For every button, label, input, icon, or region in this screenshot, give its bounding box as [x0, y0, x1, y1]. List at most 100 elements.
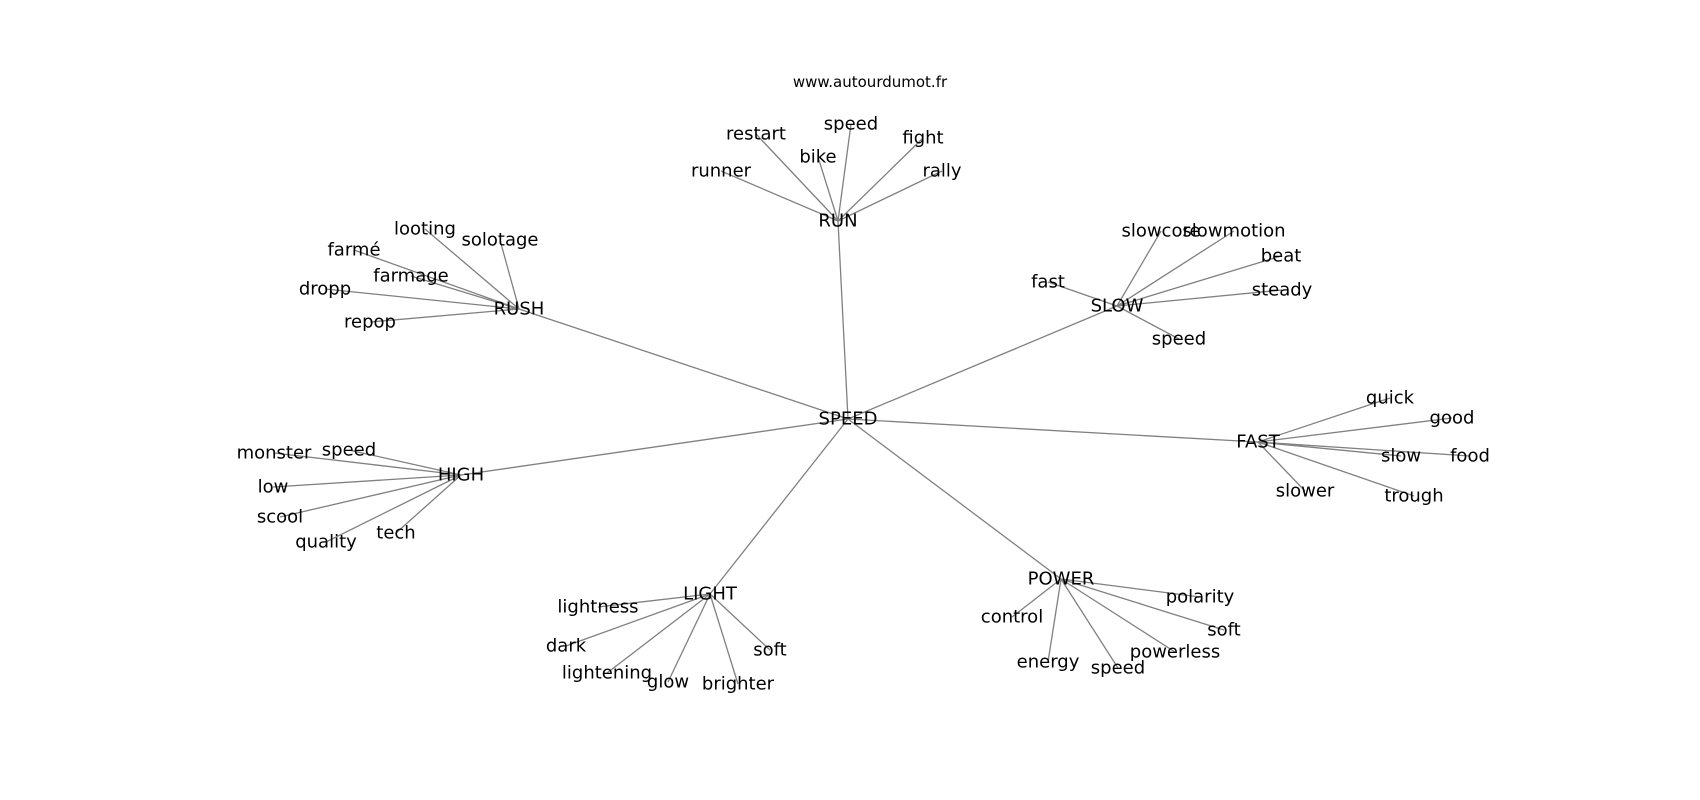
- edges: [272, 123, 1471, 685]
- edge-rush-farmage: [410, 275, 520, 310]
- word-node-run-restart: restart: [726, 124, 786, 145]
- word-node-high-tech: tech: [376, 523, 415, 544]
- center-node-speed: SPEED: [819, 409, 878, 430]
- edge-rush-solotage: [499, 239, 520, 310]
- word-node-rush-looting: looting: [394, 219, 456, 240]
- edge-speed-power: [847, 418, 1062, 580]
- edge-run-bike: [817, 156, 839, 222]
- node-labels: SPEED RUN restart speed bike fight runner rally…: [237, 114, 1490, 695]
- word-node-fast-quick: quick: [1366, 388, 1415, 409]
- edge-power-soft: [1060, 578, 1225, 631]
- edge-slow-slowmotion: [1116, 230, 1235, 307]
- edge-high-tech: [395, 474, 462, 534]
- hub-node-light: LIGHT: [683, 584, 738, 605]
- word-node-run-bike: bike: [799, 147, 836, 168]
- hub-node-run: RUN: [818, 211, 857, 232]
- word-node-fast-slow: slow: [1381, 446, 1421, 467]
- word-node-slow-slowcore: slowcore: [1121, 221, 1200, 242]
- word-node-high-speed: speed: [322, 440, 376, 461]
- edge-run-speed: [837, 123, 852, 222]
- edge-fast-slower: [1257, 441, 1306, 492]
- word-node-rush-repop: repop: [344, 312, 396, 333]
- edge-slow-fast: [1047, 281, 1118, 307]
- hub-node-slow: SLOW: [1091, 296, 1144, 317]
- word-node-high-low: low: [258, 477, 289, 498]
- word-node-power-control: control: [981, 607, 1043, 628]
- word-node-run-rally: rally: [922, 161, 961, 182]
- word-node-light-dark: dark: [546, 636, 587, 657]
- word-node-high-monster: monster: [237, 443, 312, 464]
- word-node-fast-trough: trough: [1384, 486, 1443, 507]
- word-node-run-speed: speed: [824, 114, 878, 135]
- hub-node-fast: FAST: [1236, 432, 1280, 453]
- source-label: www.autourdumot.fr: [793, 73, 948, 91]
- edge-speed-high: [460, 418, 849, 476]
- edge-power-control: [1011, 578, 1062, 618]
- edge-light-dark: [565, 593, 711, 647]
- edge-light-lightness: [597, 593, 711, 608]
- edge-run-runner: [720, 170, 839, 222]
- hub-node-high: HIGH: [438, 465, 484, 486]
- edge-rush-dropp: [324, 288, 520, 310]
- edge-fast-food: [1257, 441, 1471, 457]
- word-node-run-runner: runner: [691, 161, 752, 182]
- word-node-high-quality: quality: [295, 532, 357, 553]
- edge-slow-slowcore: [1116, 230, 1162, 307]
- word-node-fast-food: food: [1450, 446, 1490, 467]
- edge-run-restart: [755, 133, 839, 222]
- word-node-slow-speed: speed: [1152, 329, 1206, 350]
- hub-node-power: POWER: [1028, 569, 1095, 590]
- edge-power-speed: [1060, 578, 1119, 669]
- edge-rush-looting: [424, 228, 520, 310]
- word-node-light-lightening: lightening: [562, 663, 652, 684]
- word-node-rush-solotage: solotage: [462, 230, 539, 251]
- word-node-slow-slowmotion: slowmotion: [1182, 221, 1285, 242]
- edge-run-rally: [837, 170, 943, 222]
- word-node-fast-slower: slower: [1276, 481, 1335, 502]
- edge-light-lightening: [606, 593, 711, 674]
- word-node-light-glow: glow: [647, 672, 689, 693]
- edge-fast-trough: [1257, 441, 1415, 497]
- word-node-slow-steady: steady: [1252, 280, 1313, 301]
- word-node-light-lightness: lightness: [557, 597, 638, 618]
- edge-speed-rush: [518, 308, 849, 420]
- word-node-light-soft: soft: [753, 640, 786, 661]
- word-node-light-brighter: brighter: [702, 674, 775, 695]
- word-node-high-scool: scool: [257, 507, 303, 528]
- word-node-power-powerless: powerless: [1130, 642, 1220, 663]
- word-node-power-soft: soft: [1207, 620, 1240, 641]
- edge-rush-repop: [369, 308, 520, 323]
- edge-light-brighter: [709, 593, 739, 685]
- word-node-fast-good: good: [1430, 408, 1475, 429]
- word-node-slow-fast: fast: [1031, 272, 1065, 293]
- word-node-power-energy: energy: [1017, 652, 1080, 673]
- word-node-power-polarity: polarity: [1166, 587, 1235, 608]
- edge-fast-good: [1257, 417, 1453, 443]
- edge-power-polarity: [1060, 578, 1201, 598]
- edge-speed-light: [709, 418, 849, 595]
- word-node-slow-beat: beat: [1261, 246, 1302, 267]
- word-node-rush-farme: farmé: [327, 240, 380, 261]
- edge-high-scool: [279, 474, 462, 518]
- edge-fast-quick: [1257, 397, 1391, 443]
- word-node-rush-dropp: dropp: [299, 279, 351, 300]
- edge-speed-fast: [847, 418, 1259, 443]
- edge-run-fight: [837, 137, 924, 222]
- edge-high-quality: [325, 474, 462, 543]
- word-node-power-speed: speed: [1091, 658, 1145, 679]
- edge-slow-beat: [1116, 255, 1282, 307]
- edge-slow-speed: [1116, 305, 1180, 340]
- edge-fast-slow: [1257, 441, 1402, 457]
- edge-power-powerless: [1060, 578, 1176, 653]
- edge-high-speed: [348, 449, 462, 476]
- edge-light-soft: [709, 593, 771, 651]
- edge-slow-steady: [1116, 289, 1283, 307]
- word-node-rush-farmage: farmage: [373, 266, 449, 287]
- hub-node-rush: RUSH: [494, 299, 545, 320]
- edge-light-glow: [667, 593, 711, 683]
- word-node-run-fight: fight: [902, 128, 943, 149]
- edge-high-low: [272, 474, 462, 488]
- edge-speed-slow: [847, 305, 1118, 420]
- edge-rush-farme: [353, 249, 520, 310]
